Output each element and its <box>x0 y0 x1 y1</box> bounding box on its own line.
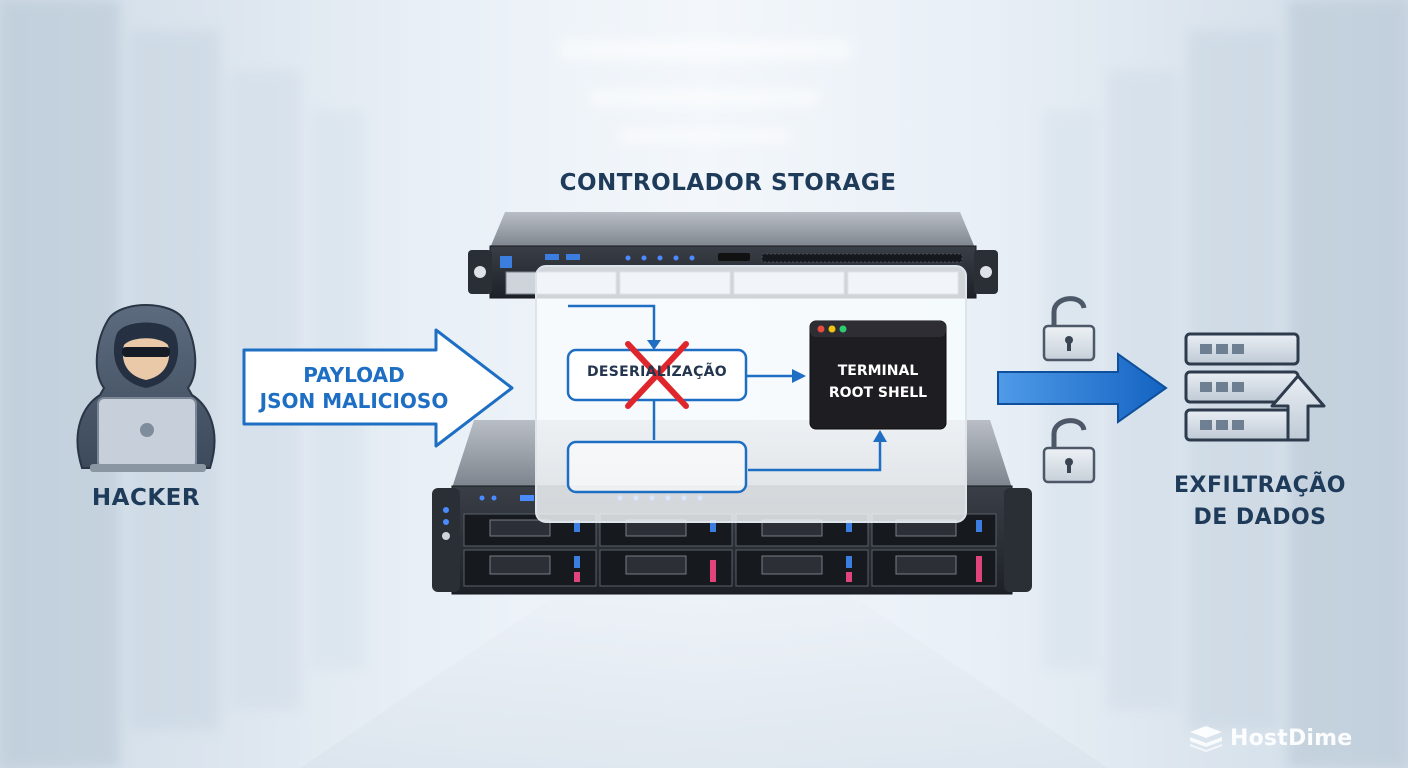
exfiltration-arrow <box>997 352 1168 424</box>
exfiltration-line-2: DE DADOS <box>1193 505 1327 530</box>
terminal-line-2: ROOT SHELL <box>828 385 928 401</box>
terminal-dot-red <box>817 325 825 333</box>
unlocked-padlock-icon <box>1042 418 1096 484</box>
hostdime-logo-icon <box>1190 726 1222 752</box>
terminal-dot-yellow <box>828 325 836 333</box>
payload-line-1: PAYLOAD <box>303 363 405 387</box>
flow-arrowheads <box>647 340 887 442</box>
brand-name: HostDime <box>1230 725 1353 751</box>
empty-process-box <box>566 440 748 494</box>
unlocked-padlock-icon <box>1042 296 1096 362</box>
terminal-line-1: TERMINAL <box>837 363 919 379</box>
server-stack-upload-icon <box>1184 332 1326 442</box>
flow-connectors <box>568 304 882 472</box>
red-x-icon <box>625 341 689 409</box>
exfiltration-label: EXFILTRAÇÃO DE DADOS <box>1126 470 1394 534</box>
terminal-label: TERMINAL ROOT SHELL <box>812 360 944 404</box>
payload-label: PAYLOAD JSON MALICIOSO <box>248 362 460 414</box>
diagram-title: CONTROLADOR STORAGE <box>559 170 897 196</box>
exfiltration-line-1: EXFILTRAÇÃO <box>1174 473 1346 498</box>
hacker-label: HACKER <box>91 485 201 511</box>
terminal-dot-green <box>839 325 847 333</box>
brand-logo: HostDime <box>1188 724 1352 752</box>
hooded-hacker-icon <box>76 304 216 472</box>
terminal-window <box>809 320 947 430</box>
deserialization-label: DESERIALIZAÇÃO <box>587 364 727 380</box>
payload-arrow <box>242 328 514 448</box>
payload-line-2: JSON MALICIOSO <box>259 389 449 413</box>
